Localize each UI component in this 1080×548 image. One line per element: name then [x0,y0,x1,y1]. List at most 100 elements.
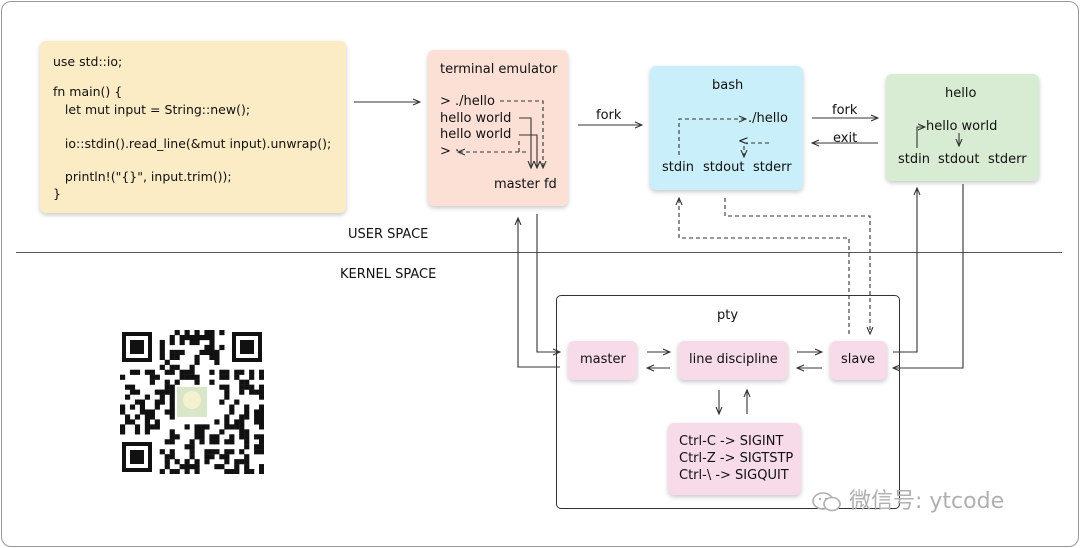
terminal-line: > · [440,144,460,159]
qr-module [189,444,195,450]
qr-module [184,469,190,475]
arrow-master-to-fd [518,218,560,368]
code-line: use std::io; [53,54,123,69]
qr-module [189,449,195,455]
qr-module [164,439,170,445]
qr-module [149,379,155,385]
qr-module [149,369,155,375]
qr-module [244,429,250,435]
line-discipline-box: line discipline [678,341,788,380]
qr-module [184,330,190,336]
qr-module [159,399,165,405]
qr-module [224,469,230,475]
qr-module [129,369,136,375]
qr-module [174,469,180,475]
qr-module [249,469,255,475]
qr-module [259,369,265,375]
qr-module [169,389,175,395]
qr-module [154,399,160,405]
qr-module [199,434,205,440]
qr-module [144,429,150,435]
qr-module [229,424,235,430]
qr-module [234,369,240,375]
hello-stdout: stdout [938,152,980,167]
qr-module [169,399,175,405]
qr-module [259,449,265,455]
qr-module [254,409,260,415]
qr-module [224,414,230,420]
qr-module [139,399,146,405]
qr-module [164,454,170,460]
qr-module [219,384,225,390]
qr-module [194,374,200,380]
qr-module [214,349,220,356]
qr-module [209,330,215,336]
qr-module [129,384,136,390]
qr-module [254,434,260,440]
qr-module [239,389,245,395]
hello-stderr: stderr [988,152,1027,167]
qr-module [194,379,200,385]
dashed-bash-line [678,119,746,155]
qr-module [229,439,235,445]
qr-module [154,389,160,395]
arrow-hello-stdout-to-slave [893,184,964,368]
qr-module [174,354,180,360]
qr-module [229,404,235,410]
qr-module [120,424,126,430]
qr-module [154,419,160,425]
qr-module [239,419,245,425]
qr-module [194,330,200,336]
qr-module [214,439,220,445]
signal-line: Ctrl-C -> SIGINT [679,434,784,449]
qr-module [239,379,245,385]
qr-module [204,334,210,341]
qr-module [194,359,200,365]
terminal-line: hello world [440,127,512,142]
qr-module [149,374,155,380]
qr-module [209,449,215,455]
code-line: } [53,186,61,201]
qr-module [194,434,200,440]
qr-module [204,459,210,465]
qr-module [244,444,250,450]
pty-slave-label: slave [841,352,876,367]
qr-module [224,394,230,400]
qr-module [169,429,175,435]
qr-module [224,384,230,390]
qr-module [244,409,250,415]
qr-module [209,434,215,440]
qr-module [134,399,141,405]
wechat-id: 微信号: ytcode [849,489,1005,514]
qr-module [159,354,165,360]
qr-module [189,439,195,445]
qr-module [194,429,200,435]
qr-module [169,354,175,360]
qr-module [254,449,260,455]
qr-module [169,369,175,375]
dashed-term-line [500,100,543,168]
qr-module [199,424,205,430]
qr-module [124,419,131,425]
qr-module [214,449,220,455]
signal-line: Ctrl-\ -> SIGQUIT [679,468,789,483]
qr-module [174,459,180,465]
signals-box: Ctrl-C -> SIGINT Ctrl-Z -> SIGTSTP Ctrl-… [668,423,801,495]
wechat-watermark: 微信号: ytcode [812,483,1004,515]
qr-module [254,444,260,450]
qr-module [164,459,170,465]
qr-module [154,374,160,380]
qr-module [259,394,265,400]
qr-module [209,344,215,351]
qr-module [204,330,210,336]
qr-module [244,439,250,445]
arrow-hello-inner [916,127,925,148]
qr-module [209,379,215,385]
qr-module [184,464,190,470]
qr-module [179,374,185,380]
dashed-bash-line [744,142,769,157]
qr-module [184,459,190,465]
qr-module [194,469,200,475]
terminal-emulator-box: terminal emulator > ./hello hello world … [428,50,568,206]
qr-module [144,414,150,420]
